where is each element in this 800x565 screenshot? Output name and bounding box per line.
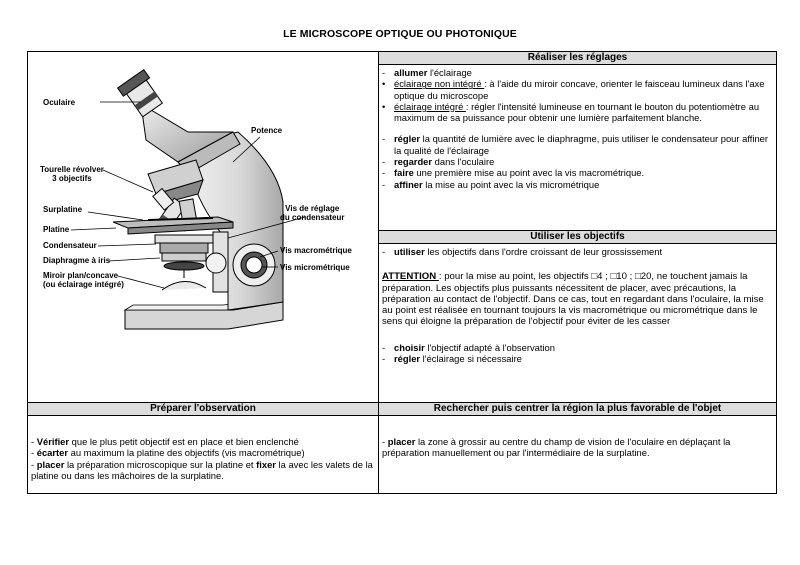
reglages-item-text: : régler l'intensité lumineuse en tourna… — [394, 100, 760, 124]
label-platine: Platine — [43, 225, 70, 234]
focus-knobs — [205, 243, 276, 287]
observation-keyword: Vérifier — [36, 436, 70, 447]
microscope-diagram — [70, 68, 306, 330]
reglages-item: -régler la quantité de lumière avec le d… — [382, 133, 769, 156]
label-miroir: Miroir plan/concave (ou éclairage intégr… — [43, 271, 124, 289]
objectifs-item-text: les objectifs dans l'ordre croissant de … — [424, 246, 663, 257]
reglages-item-keyword: regarder — [394, 156, 433, 168]
reglages-item: -allumer l'éclairage — [382, 67, 472, 78]
reglages-item-text: la mise au point avec la vis micrométriq… — [422, 178, 600, 190]
region-body: la zone à grossir au centre du champ de … — [382, 436, 731, 459]
procedure-table: Oculaire Potence Tourelle révolver 3 obj… — [27, 51, 777, 494]
region-keyword: placer — [387, 436, 416, 447]
label-vis-reglage-line1: Vis de réglage — [285, 204, 340, 213]
label-vis-micro: Vis micrométrique — [280, 263, 350, 272]
label-condensateur: Condensateur — [43, 241, 97, 250]
label-tourelle-line1: Tourelle révolver — [40, 165, 104, 174]
attention-label: ATTENTION — [382, 271, 439, 283]
observation-cell: - Vérifier que le plus petit objectif es… — [27, 415, 379, 494]
observation-keyword: placer — [36, 458, 65, 470]
region-text: - placer la zone à grossir au centre du … — [382, 436, 731, 459]
page-title: LE MICROSCOPE OPTIQUE OU PHOTONIQUE — [283, 28, 517, 40]
reglages-item-text: dans l'oculaire — [432, 156, 495, 168]
label-miroir-line2: (ou éclairage intégré) — [43, 280, 124, 289]
objectifs-item-text: l'objectif adapté à l'observation — [424, 341, 555, 353]
observation-text: la avec les valets de la platine ou dans… — [31, 458, 373, 481]
mirror — [161, 270, 207, 291]
label-vis-reglage-line2: du condensateur — [280, 213, 345, 222]
reglages-item-text: la quantité de lumière avec le diaphragm… — [394, 133, 769, 156]
region-cell: - placer la zone à grossir au centre du … — [378, 415, 777, 494]
observation-line: - écarter au maximum la platine des obje… — [31, 447, 305, 459]
label-oculaire: Oculaire — [43, 98, 76, 107]
observation-text: la préparation microscopique sur la plat… — [64, 458, 257, 470]
reglages-item-keyword: faire — [394, 167, 414, 179]
observation-line: - Vérifier que le plus petit objectif es… — [31, 436, 299, 447]
attention-paragraph: ATTENTION : pour la mise au point, les o… — [382, 271, 773, 327]
objectifs-item: -régler l'éclairage si nécessaire — [382, 353, 522, 365]
stage — [112, 216, 234, 235]
reglages-item-text: une première mise au point avec la vis m… — [413, 167, 645, 179]
attention-text: : pour la mise au point, les objectifs □… — [382, 271, 764, 328]
reglages-item: •éclairage non intégré : à l'aide du mir… — [382, 78, 765, 101]
reglages-item-text: l'éclairage — [427, 67, 472, 78]
reglages-item-text: : à l'aide du miroir concave, orienter l… — [394, 78, 765, 101]
reglages-list: -allumer l'éclairage •éclairage non inté… — [379, 65, 776, 192]
reglages-item-keyword: éclairage intégré — [394, 100, 466, 112]
observation-line: - placer la préparation microscopique su… — [31, 458, 373, 481]
microscope-diagram-cell: Oculaire Potence Tourelle révolver 3 obj… — [27, 51, 379, 403]
label-vis-macro: Vis macrométrique — [280, 246, 352, 255]
objectifs-item-text: l'éclairage si nécessaire — [420, 353, 522, 365]
label-diaphragme: Diaphragme à iris — [43, 256, 111, 265]
observation-list: - Vérifier que le plus petit objectif es… — [28, 416, 378, 483]
objectifs-item: -utiliser les objectifs dans l'ordre cro… — [382, 246, 663, 257]
reglages-cell: Réaliser les réglages -allumer l'éclaira… — [378, 51, 777, 231]
label-vis-reglage: Vis de réglage du condensateur — [280, 204, 344, 222]
label-tourelle-line2: 3 objectifs — [52, 174, 92, 183]
reglages-header: Réaliser les réglages — [379, 52, 776, 65]
objectifs-list: -utiliser les objectifs dans l'ordre cro… — [379, 244, 776, 366]
observation-header: Préparer l'observation — [27, 402, 379, 416]
objectifs-header: Utiliser les objectifs — [379, 231, 776, 244]
reglages-item: -regarder dans l'oculaire — [382, 156, 495, 168]
observation-keyword: écarter — [36, 447, 69, 459]
observation-text: au maximum la platine des objectifs (vis… — [68, 447, 305, 459]
reglages-item-keyword: allumer — [394, 67, 428, 78]
reglages-item-keyword: éclairage non intégré — [394, 78, 485, 90]
label-miroir-line1: Miroir plan/concave — [43, 271, 119, 280]
label-surplatine: Surplatine — [43, 205, 83, 214]
leader-lines — [70, 101, 306, 289]
microscope-head — [116, 68, 241, 175]
observation-keyword: fixer — [256, 458, 276, 470]
objectifs-item-keyword: régler — [394, 353, 421, 365]
objectifs-item-keyword: utiliser — [394, 246, 425, 257]
label-potence: Potence — [251, 126, 283, 135]
reglages-item: -affiner la mise au point avec la vis mi… — [382, 178, 600, 190]
objectifs-item-keyword: choisir — [394, 341, 425, 353]
reglages-item-keyword: affiner — [394, 178, 423, 190]
region-header: Rechercher puis centrer la région la plu… — [378, 402, 777, 416]
objectifs-item: -choisir l'objectif adapté à l'observati… — [382, 341, 555, 353]
reglages-item-keyword: régler — [394, 133, 421, 145]
label-tourelle: Tourelle révolver 3 objectifs — [40, 165, 104, 183]
observation-text: que le plus petit objectif est en place … — [69, 436, 299, 447]
objectifs-cell: Utiliser les objectifs -utiliser les obj… — [378, 230, 777, 403]
reglages-item: •éclairage intégré : régler l'intensité … — [382, 100, 760, 124]
reglages-item: -faire une première mise au point avec l… — [382, 167, 645, 179]
